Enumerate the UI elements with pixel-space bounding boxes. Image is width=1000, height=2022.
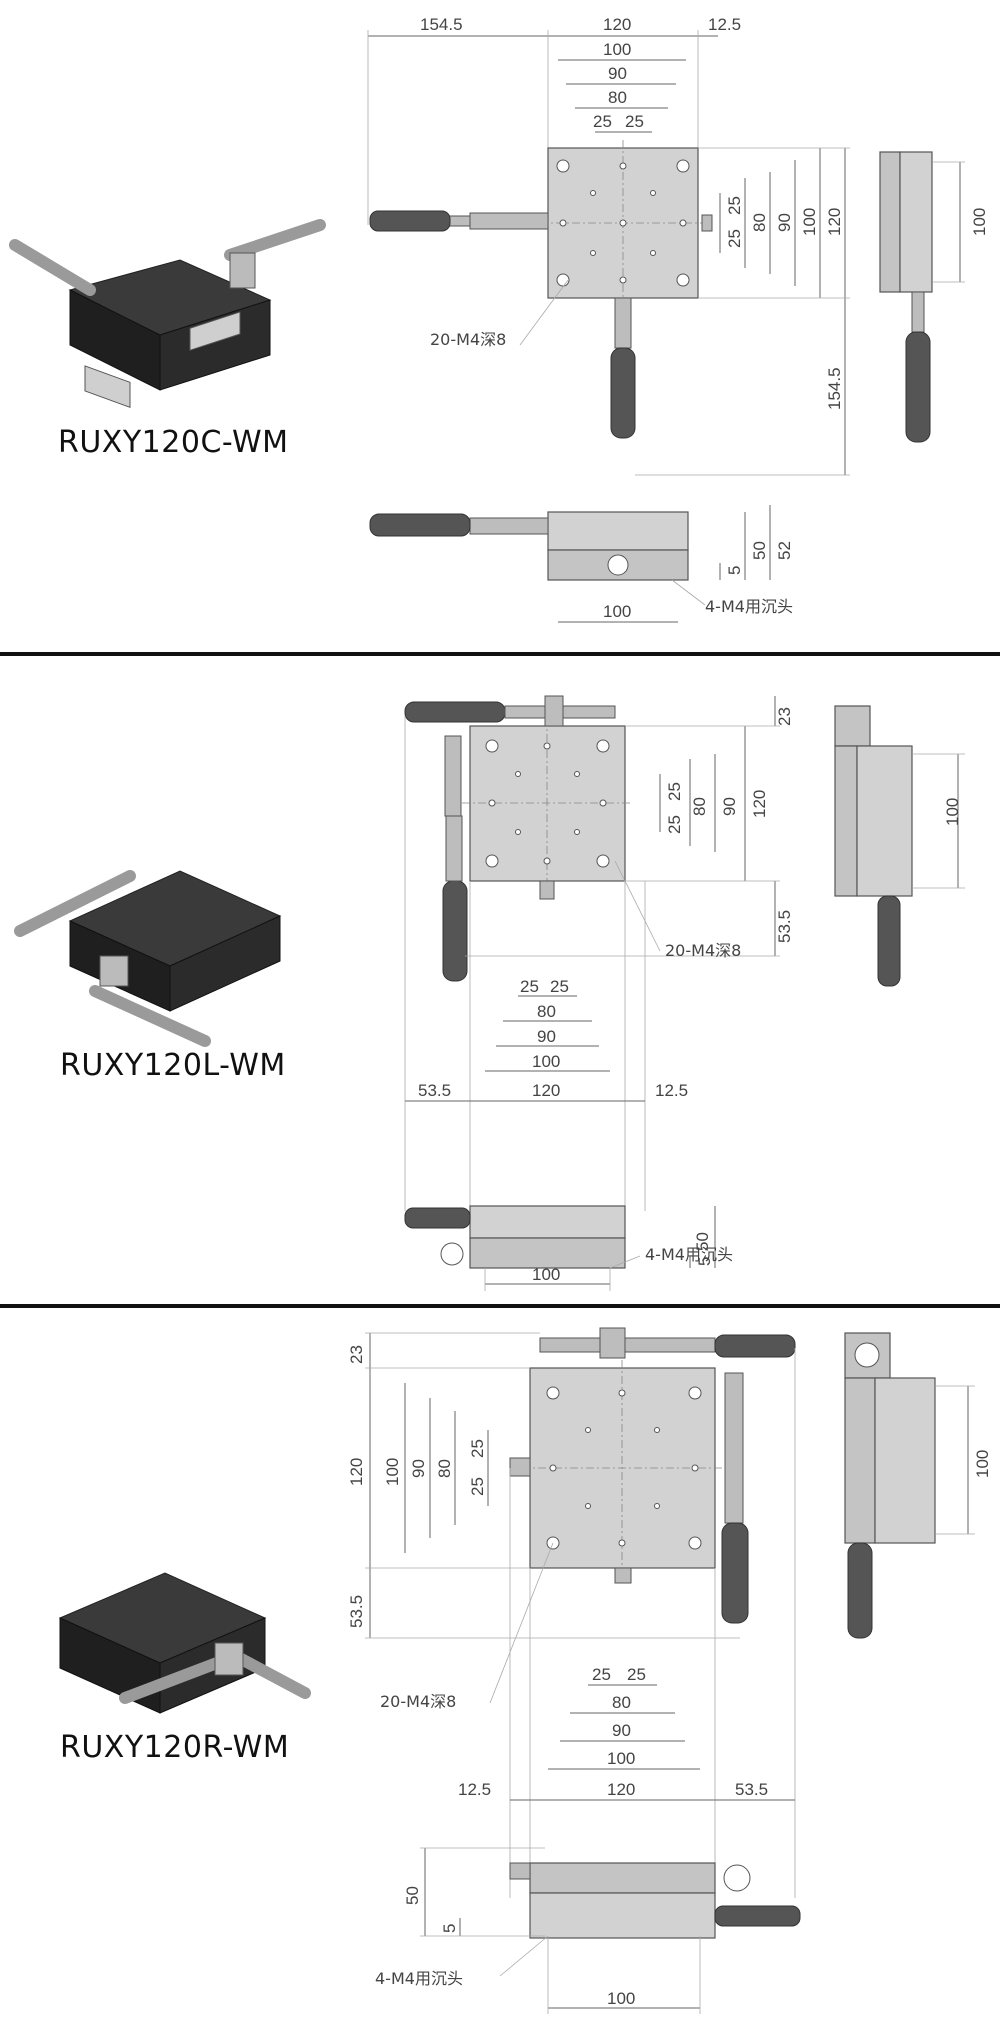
front-dim-50: 50 [750,541,769,560]
dim-bottom-120: 120 [607,1780,635,1799]
dim-top-90: 90 [608,64,627,83]
dim-right-154-5: 154.5 [825,367,844,410]
dim-bottom-80: 80 [612,1693,631,1712]
dim-right-90: 90 [720,797,739,816]
side-dim-100: 100 [973,1450,992,1478]
dim-left-100: 100 [383,1458,402,1486]
dim-bottom-25b: 25 [550,977,569,996]
separator-1 [0,652,1000,656]
product-photo-ruxy120l [14,870,282,1047]
front-dim-100: 100 [532,1265,560,1284]
product-photo-ruxy120c [9,219,326,408]
top-view-drawing: 23 25 25 80 90 120 53.5 20-M4深8 25 25 80… [404,695,965,1291]
screw-note: 4-M4用沉头 [375,1969,463,1988]
dim-left-25b: 25 [468,1477,487,1496]
dim-right-80: 80 [750,213,769,232]
dim-left-120: 120 [347,1458,366,1486]
dim-right-100: 100 [800,208,819,236]
dim-top-25a: 25 [593,112,612,131]
dim-left-25a: 25 [468,1439,487,1458]
hole-note: 20-M4深8 [665,941,741,960]
section-ruxy120c: RUXY120C-WM 154.5 120 12.5 100 90 80 25 … [0,0,1000,650]
dim-top-80: 80 [608,88,627,107]
top-view-drawing: 23 120 100 90 80 25 25 53.5 20-M4深8 25 2… [347,1327,992,2014]
dim-right-90: 90 [775,213,794,232]
dim-right-53-5: 53.5 [775,910,794,943]
side-dim-100: 100 [970,208,989,236]
front-dim-100: 100 [603,602,631,621]
top-view-drawing: 154.5 120 12.5 100 90 80 25 25 [367,15,989,623]
front-dim-50: 50 [403,1886,422,1905]
front-dim-5: 5 [695,1257,714,1266]
dim-bottom-80: 80 [537,1002,556,1021]
dim-right-25a: 25 [725,196,744,215]
screw-note: 4-M4用沉头 [705,597,793,616]
side-dim-100: 100 [943,798,962,826]
front-dim-5: 5 [440,1924,459,1933]
dim-bottom-90: 90 [537,1027,556,1046]
dim-left-80: 80 [435,1459,454,1478]
dim-bottom-25a: 25 [592,1665,611,1684]
dim-top-100: 100 [603,40,631,59]
front-dim-52: 52 [775,541,794,560]
dim-bottom-53-5: 53.5 [735,1780,768,1799]
dim-left-23: 23 [347,1345,366,1364]
section-ruxy120r: RUXY120R-WM 23 120 100 90 [0,1308,1000,2022]
section-ruxy120l: RUXY120L-WM 23 25 25 80 90 120 [0,656,1000,1304]
model-label: RUXY120R-WM [60,1730,290,1765]
separator-2 [0,1304,1000,1308]
dim-bottom-12-5: 12.5 [458,1780,491,1799]
dim-right-25b: 25 [665,815,684,834]
hole-note: 20-M4深8 [430,330,506,349]
screw-note: 4-M4用沉头 [645,1245,733,1264]
hole-note: 20-M4深8 [380,1692,456,1711]
dim-right-25b: 25 [725,229,744,248]
dim-top-120: 120 [603,15,631,34]
dim-bottom-53-5: 53.5 [418,1081,451,1100]
dim-top-25b: 25 [625,112,644,131]
product-photo-ruxy120r [58,1572,311,1714]
model-label: RUXY120L-WM [60,1048,286,1083]
dim-left-53-5: 53.5 [347,1595,366,1628]
dim-right-80: 80 [690,797,709,816]
dim-right-23: 23 [775,707,794,726]
dim-bottom-25a: 25 [520,977,539,996]
dim-right-25a: 25 [665,782,684,801]
dim-bottom-100: 100 [607,1749,635,1768]
front-dim-50: 50 [693,1232,712,1251]
dim-bottom-90: 90 [612,1721,631,1740]
dim-bottom-12-5: 12.5 [655,1081,688,1100]
dim-bottom-120: 120 [532,1081,560,1100]
dim-left-90: 90 [409,1459,428,1478]
front-dim-100: 100 [607,1989,635,2008]
dim-top-12-5: 12.5 [708,15,741,34]
dim-right-120: 120 [825,208,844,236]
model-label: RUXY120C-WM [58,425,289,460]
dim-right-120: 120 [750,790,769,818]
front-dim-5: 5 [725,566,744,575]
dim-top-154-5: 154.5 [420,15,463,34]
dim-bottom-100: 100 [532,1052,560,1071]
dim-bottom-25b: 25 [627,1665,646,1684]
